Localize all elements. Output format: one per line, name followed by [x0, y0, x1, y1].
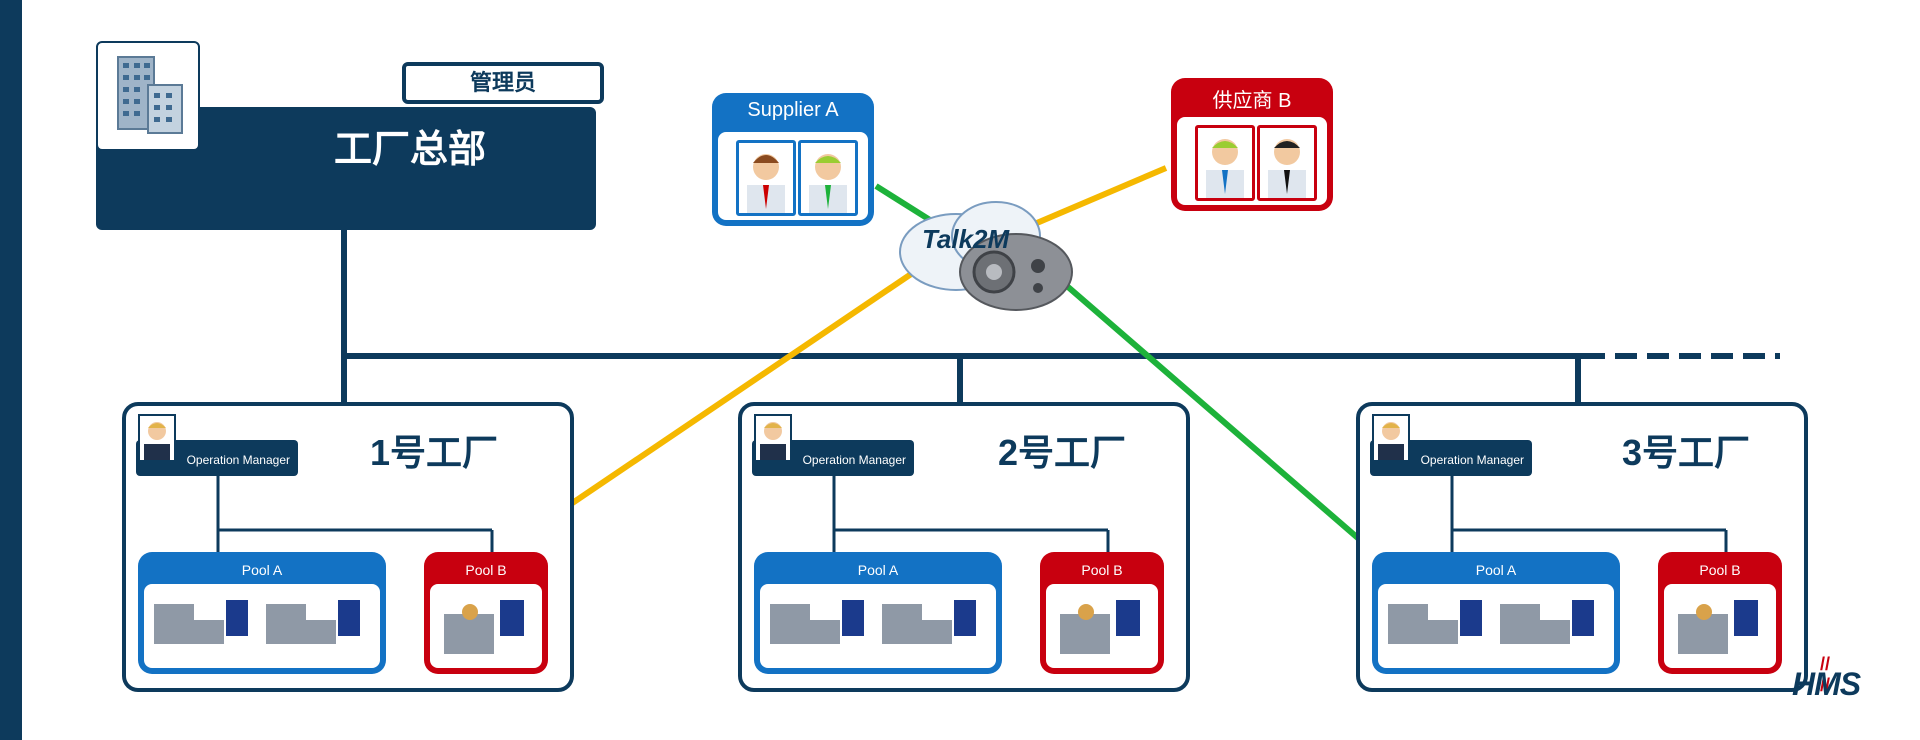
- factory-3-title: 3号工厂: [1622, 432, 1751, 473]
- factory-1-title: 1号工厂: [370, 432, 499, 473]
- factory-2-tree-lines: [832, 476, 1110, 552]
- admin-label: 管理员: [402, 62, 604, 104]
- supplier-b-label: 供应商 B: [1212, 90, 1292, 112]
- robot-cell-icon: [430, 584, 542, 668]
- pool-b-label: Pool B: [1699, 562, 1741, 578]
- factory-1-tree-lines: [216, 476, 494, 552]
- pool-a-label: Pool A: [1475, 562, 1517, 578]
- talk2m-brand: Talk2M: [922, 224, 1010, 254]
- pool-b-label: Pool B: [1081, 562, 1123, 578]
- hms-logo-mark-icon: // //: [1820, 654, 1831, 695]
- talk2m-cloud-icon: [896, 196, 1080, 314]
- left-accent-bar: [0, 0, 22, 740]
- operation-manager-label: Operation Manager: [136, 440, 298, 476]
- supplier-a-label: Supplier A: [747, 99, 839, 121]
- production-line-icon: [1378, 584, 1614, 668]
- supplier-a-people: [718, 132, 868, 220]
- person-avatar-icon: [1257, 125, 1317, 201]
- person-avatar-icon: [736, 140, 796, 216]
- manager-avatar-icon: [138, 414, 176, 462]
- hms-logo: HMS: [1792, 666, 1861, 702]
- supplier-a-to-factory3-pool-a: [1058, 277, 1376, 555]
- robot-cell-icon: [1664, 584, 1776, 668]
- headquarters-title: 工厂总部: [333, 129, 486, 171]
- factory-3-tree-lines: [1450, 476, 1728, 552]
- robot-cell-icon: [1046, 584, 1158, 668]
- pool-b-label: Pool B: [465, 562, 507, 578]
- manager-avatar-icon: [1372, 414, 1410, 462]
- person-avatar-icon: [1195, 125, 1255, 201]
- factory-2-title: 2号工厂: [998, 432, 1127, 473]
- pool-a-label: Pool A: [857, 562, 899, 578]
- pool-a-label: Pool A: [241, 562, 283, 578]
- production-line-icon: [760, 584, 996, 668]
- production-line-icon: [144, 584, 380, 668]
- person-avatar-icon: [798, 140, 858, 216]
- supplier-b-people: [1177, 117, 1327, 205]
- office-building-icon: [96, 41, 200, 151]
- supplier-a-link: [874, 183, 932, 223]
- manager-avatar-icon: [754, 414, 792, 462]
